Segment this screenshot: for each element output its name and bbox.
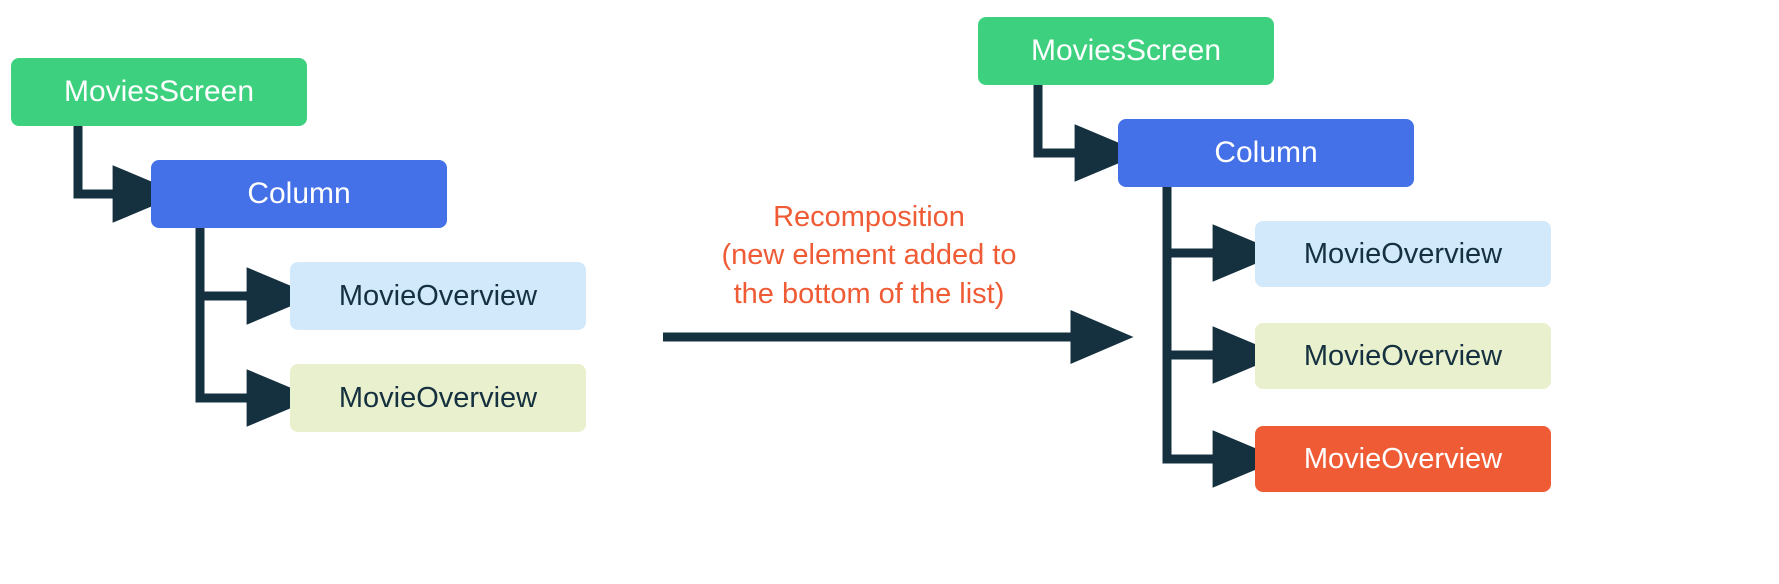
transition-caption-line-1: Recomposition <box>773 201 965 233</box>
before-node-movie-overview-1[interactable]: MovieOverview <box>290 262 586 330</box>
after-node-movie-overview-1-label: MovieOverview <box>1303 237 1503 270</box>
connector-left-screen-to-column <box>73 124 181 223</box>
after-node-movie-overview-3-new[interactable]: MovieOverview <box>1255 426 1551 492</box>
transition-caption-line-2: (new element added to <box>721 239 1017 272</box>
after-node-movie-overview-3-label: MovieOverview <box>1303 442 1503 475</box>
after-node-movies-screen[interactable]: MoviesScreen <box>978 17 1274 85</box>
before-node-movies-screen[interactable]: MoviesScreen <box>11 58 307 126</box>
before-node-movies-screen-label: MoviesScreen <box>63 75 255 108</box>
before-node-movie-overview-2-label: MovieOverview <box>338 381 538 414</box>
connector-right-screen-to-column <box>1033 81 1143 182</box>
transition-caption: Recomposition (new element added to the … <box>659 198 1079 313</box>
after-node-movie-overview-1[interactable]: MovieOverview <box>1255 221 1551 287</box>
before-node-movie-overview-2[interactable]: MovieOverview <box>290 364 586 432</box>
after-node-column-label: Column <box>1214 136 1318 169</box>
after-node-column[interactable]: Column <box>1118 119 1414 187</box>
transition-caption-line-3: the bottom of the list) <box>733 277 1005 310</box>
after-node-movies-screen-label: MoviesScreen <box>1030 34 1222 67</box>
before-node-movie-overview-1-label: MovieOverview <box>338 279 538 312</box>
after-node-movie-overview-2[interactable]: MovieOverview <box>1255 323 1551 389</box>
before-node-column-label: Column <box>247 177 351 210</box>
before-node-column[interactable]: Column <box>151 160 447 228</box>
after-node-movie-overview-2-label: MovieOverview <box>1303 339 1503 372</box>
